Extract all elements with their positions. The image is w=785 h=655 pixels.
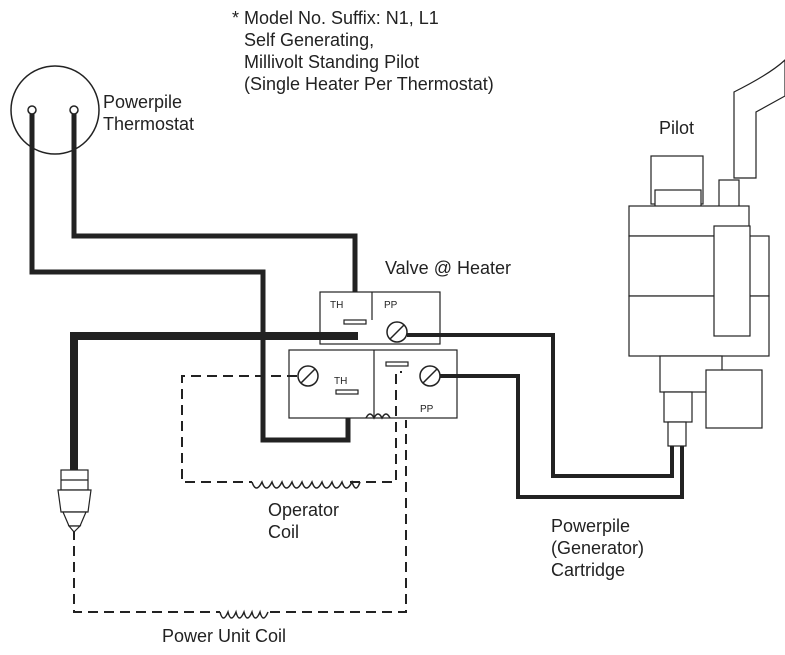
thermostat-label-1: Powerpile bbox=[103, 92, 183, 112]
model-suffix-note: * Model No. Suffix: N1, L1 bbox=[232, 8, 439, 28]
sensor-fitting bbox=[57, 469, 92, 533]
thermostat-label-2: Thermostat bbox=[103, 114, 195, 134]
model-note-line4: (Single Heater Per Thermostat) bbox=[244, 74, 494, 94]
model-note-line2: Self Generating, bbox=[244, 30, 375, 50]
powerpile-label-1: Powerpile bbox=[551, 516, 631, 536]
pilot-wires bbox=[407, 333, 684, 499]
powerpile-label-3: Cartridge bbox=[551, 560, 626, 580]
power-unit-coil-label: Power Unit Coil bbox=[162, 626, 287, 646]
operator-coil-label-2: Coil bbox=[268, 522, 300, 542]
pilot-assembly bbox=[628, 59, 785, 447]
thermostat-wires bbox=[29, 114, 358, 443]
powerpile-thermostat bbox=[10, 65, 100, 155]
valve-lower-block: TH PP bbox=[288, 349, 458, 420]
operator-coil-label-1: Operator bbox=[268, 500, 340, 520]
terminal-th-bottom: TH bbox=[334, 376, 347, 387]
power-unit-cable bbox=[70, 332, 358, 470]
powerpile-label-2: (Generator) bbox=[551, 538, 645, 558]
model-note-line3: Millivolt Standing Pilot bbox=[244, 52, 420, 72]
terminal-pp-bottom: PP bbox=[420, 404, 434, 415]
valve-label: Valve @ Heater bbox=[385, 258, 511, 278]
coil-loops bbox=[219, 480, 361, 619]
coil-circuits bbox=[73, 371, 407, 613]
pilot-label: Pilot bbox=[659, 118, 695, 138]
terminal-pp-top: PP bbox=[384, 300, 398, 311]
terminal-th-top: TH bbox=[330, 300, 343, 311]
